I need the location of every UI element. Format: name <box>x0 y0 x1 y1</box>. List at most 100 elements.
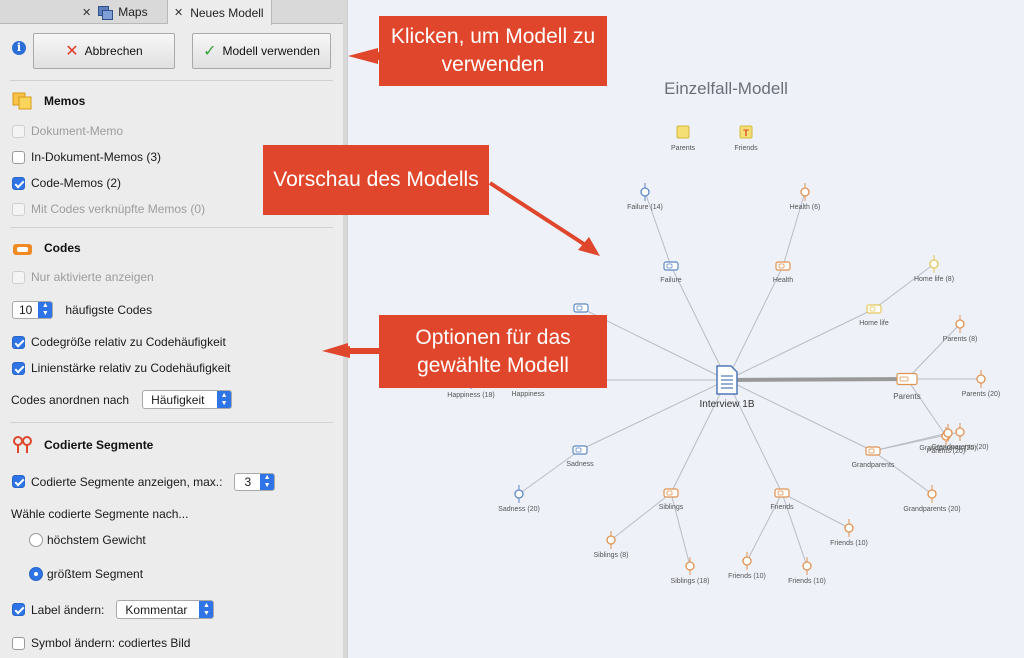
code-link <box>579 379 728 451</box>
segment-link <box>781 492 850 529</box>
segment-link <box>746 492 783 562</box>
segment-node[interactable] <box>742 552 752 570</box>
segment-label: Grandparents (20) <box>919 445 976 452</box>
tab-label: Maps <box>118 5 148 19</box>
svg-text:T: T <box>743 128 749 138</box>
segment-node[interactable] <box>927 485 937 503</box>
divider <box>10 80 333 81</box>
segment-link <box>906 378 947 437</box>
memo-icon[interactable] <box>676 125 690 139</box>
cancel-button[interactable]: ✕ Abbrechen <box>33 33 175 69</box>
arrange-codes-row: Codes anordnen nach Häufigkeit▲▼ <box>11 390 233 409</box>
info-icon[interactable]: i <box>12 41 26 55</box>
radio-highest-weight[interactable]: höchstem Gewicht <box>29 532 146 548</box>
code-node[interactable] <box>865 446 881 456</box>
divider <box>10 422 333 423</box>
checkbox-change-label[interactable]: Label ändern: Kommentar▲▼ <box>12 600 215 619</box>
segment-node[interactable] <box>800 183 810 201</box>
checkbox-change-symbol[interactable]: Symbol ändern: codiertes Bild <box>12 635 190 651</box>
map-title: Einzelfall-Modell <box>664 79 788 98</box>
segment-link <box>782 191 806 267</box>
code-node[interactable] <box>663 261 679 271</box>
segment-label: Friends (10) <box>728 573 766 580</box>
segment-node[interactable] <box>844 519 854 537</box>
checkbox-linked-memos[interactable]: Mit Codes verknüpfte Memos (0) <box>12 201 205 217</box>
segment-node[interactable] <box>640 183 650 201</box>
code-link <box>726 379 874 452</box>
segment-node[interactable] <box>685 557 695 575</box>
segment-link <box>781 492 808 567</box>
maps-icon <box>98 6 114 20</box>
code-link <box>726 379 783 494</box>
segment-link <box>906 323 961 380</box>
segment-link <box>873 263 935 310</box>
segment-node[interactable] <box>514 485 524 503</box>
checkbox-document-memo[interactable]: Dokument-Memo <box>12 123 123 139</box>
checkmark-icon: ✓ <box>203 43 217 60</box>
segment-label: Grandparents (20) <box>931 444 988 451</box>
checkbox-code-size-relative[interactable]: Codegröße relativ zu Codehäufigkeit <box>12 334 226 350</box>
segment-label: Siblings (18) <box>671 578 710 585</box>
checkbox-code-memos[interactable]: Code-Memos (2) <box>12 175 121 191</box>
checkbox-show-segments[interactable]: Codierte Segmente anzeigen, max.: 3▲▼ <box>12 472 276 491</box>
splitter-handle[interactable] <box>343 0 347 658</box>
segment-label: Parents (8) <box>943 336 978 343</box>
segment-link <box>518 449 581 495</box>
code-icon <box>12 239 34 257</box>
label-select[interactable]: Kommentar▲▼ <box>116 600 215 619</box>
code-link <box>726 377 908 382</box>
callout-use-model: Klicken, um Modell zu verwenden <box>379 16 607 86</box>
checkbox-line-width-relative[interactable]: Linienstärke relativ zu Codehäufigkeit <box>12 360 230 376</box>
segment-node[interactable] <box>606 531 616 549</box>
choose-segments-label: Wähle codierte Segmente nach... <box>11 507 189 521</box>
code-node[interactable] <box>573 303 589 313</box>
code-node[interactable] <box>663 488 679 498</box>
code-node[interactable] <box>572 445 588 455</box>
arrange-codes-select[interactable]: Häufigkeit▲▼ <box>142 390 233 409</box>
tab-maps[interactable]: ✕ Maps <box>76 0 168 24</box>
segment-label: Grandparents (20) <box>903 506 960 513</box>
code-node[interactable] <box>774 488 790 498</box>
document-icon[interactable] <box>716 365 738 395</box>
segment-node[interactable] <box>802 557 812 575</box>
segment-node[interactable] <box>955 315 965 333</box>
code-link <box>726 265 784 381</box>
top-codes-stepper[interactable]: 10▲▼ <box>12 300 54 319</box>
top-codes-row: 10▲▼ häufigste Codes <box>12 300 152 319</box>
stepper-arrows-icon[interactable]: ▲▼ <box>260 473 275 490</box>
checkbox-only-active[interactable]: Nur aktivierte anzeigen <box>12 269 154 285</box>
radio-largest-segment[interactable]: größtem Segment <box>29 566 143 582</box>
close-tab-icon[interactable]: ✕ <box>174 7 184 19</box>
close-tab-icon[interactable]: ✕ <box>82 6 92 19</box>
max-segments-stepper[interactable]: 3▲▼ <box>234 472 276 491</box>
code-node-label: Happiness <box>511 391 545 398</box>
memos-section-title: Memos <box>12 92 85 110</box>
code-node[interactable] <box>896 372 918 386</box>
segment-node[interactable] <box>955 423 965 441</box>
segment-node[interactable] <box>976 370 986 388</box>
segment-node[interactable] <box>929 255 939 273</box>
code-node[interactable] <box>866 304 882 314</box>
options-panel: ✕ Maps ✕ Neues Modell i ✕ Abbrechen ✓ Mo… <box>0 0 343 658</box>
center-document-label: Interview 1B <box>699 399 754 410</box>
checkbox-in-document-memos[interactable]: In-Dokument-Memos (3) <box>12 149 161 165</box>
code-node[interactable] <box>775 261 791 271</box>
memo-icon[interactable]: T <box>739 125 753 139</box>
tab-new-model[interactable]: ✕ Neues Modell <box>168 0 272 25</box>
cancel-label: Abbrechen <box>84 44 143 58</box>
code-node-label: Parents <box>893 392 921 401</box>
memo-label: Friends <box>734 145 758 152</box>
use-model-button[interactable]: ✓ Modell verwenden <box>192 33 331 69</box>
code-link <box>726 308 875 381</box>
code-node-label: Sadness <box>566 461 594 468</box>
segment-node[interactable] <box>943 424 953 442</box>
code-node-label: Failure <box>660 277 682 284</box>
segment-link <box>610 492 672 541</box>
select-arrows-icon: ▲▼ <box>217 391 232 408</box>
stepper-arrows-icon[interactable]: ▲▼ <box>38 301 53 318</box>
segment-label: Health (6) <box>790 204 821 211</box>
segment-label: Siblings (8) <box>593 552 628 559</box>
coded-segment-icon <box>12 436 34 454</box>
code-node-label: Siblings <box>659 504 684 511</box>
segments-section-title: Codierte Segmente <box>12 436 153 454</box>
